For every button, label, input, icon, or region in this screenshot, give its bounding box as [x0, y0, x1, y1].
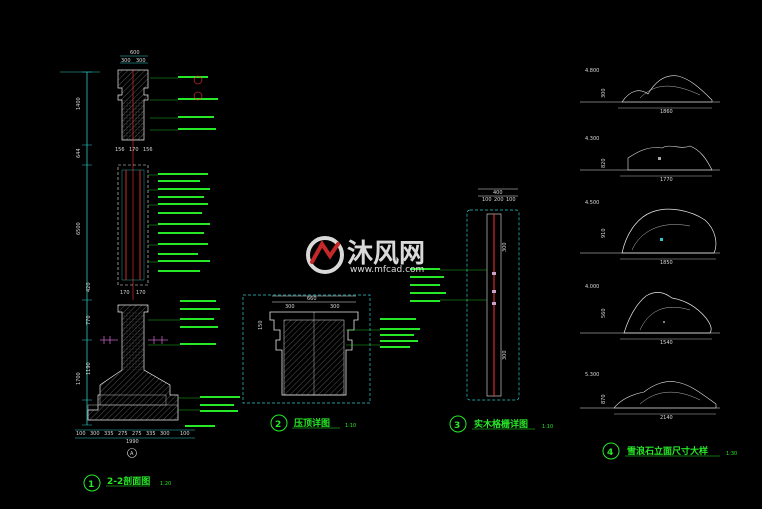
- watermark-brand: 沐风网: [347, 239, 425, 269]
- section-base-mid-2: 170: [136, 290, 146, 296]
- coping-right: 300: [330, 304, 340, 310]
- view-3-title: 实木格栅详图: [474, 418, 528, 430]
- grille-detail-view: 400 100 200 100 300 300 3 实木格栅详图 1:10: [410, 188, 553, 433]
- stone-1: 1860 4.800 300: [580, 68, 720, 115]
- watermark: 沐风网 www.mfcad.com: [306, 236, 425, 275]
- section-base-mid-1: 170: [120, 290, 130, 296]
- grid-marker-a: A: [130, 451, 134, 457]
- view-4-number: 4: [607, 448, 613, 458]
- watermark-logo-icon: [306, 236, 344, 274]
- section-bdim-7: 300: [160, 431, 170, 437]
- section-mid-2: 170: [129, 147, 139, 153]
- view-1-number: 1: [88, 480, 94, 490]
- section-mid-3: 156: [143, 147, 153, 153]
- section-bdim-total: 1990: [126, 439, 139, 445]
- view-1-scale: 1:20: [160, 481, 171, 487]
- stone-3-level: 4.500: [585, 200, 599, 206]
- stone-2-height: 820: [601, 158, 607, 168]
- section-mid-1: 156: [115, 147, 125, 153]
- section-top-left: 300: [121, 58, 131, 64]
- grille-part-2: 200: [494, 197, 504, 203]
- view-4-scale: 1:30: [726, 451, 737, 457]
- section-bdim-2: 300: [90, 431, 100, 437]
- view-2-scale: 1:10: [345, 423, 356, 429]
- section-vdim-7: 420: [86, 282, 92, 292]
- section-bdim-5: 275: [132, 431, 142, 437]
- view-3-scale: 1:10: [542, 424, 553, 430]
- section-top-total: 600: [130, 50, 140, 56]
- stone-5-level: 5.300: [585, 372, 599, 378]
- coping-detail-view: 660 300 300 150 2 压顶详图 1:10: [242, 294, 420, 432]
- stone-4-level: 4.000: [585, 284, 599, 290]
- stone-4-height: 560: [601, 308, 607, 318]
- section-top-right: 300: [136, 58, 146, 64]
- section-bdim-6: 335: [146, 431, 156, 437]
- grille-total: 400: [493, 190, 503, 196]
- grille-vdim-1: 300: [502, 242, 508, 252]
- section-bdim-1: 100: [76, 431, 86, 437]
- stone-3-width: 1850: [660, 260, 673, 266]
- stone-5: 2140 5.300 870: [580, 372, 720, 421]
- section-vdim-4: 1700: [76, 372, 82, 385]
- stone-1-height: 300: [601, 88, 607, 98]
- section-vdim-5: 1190: [86, 362, 92, 375]
- stone-2-level: 4.300: [585, 136, 599, 142]
- watermark-url: www.mfcad.com: [350, 265, 424, 275]
- view-2-number: 2: [275, 420, 281, 430]
- stone-4: 1540 4.000 560: [580, 284, 720, 346]
- grille-part-1: 100: [482, 197, 492, 203]
- section-bdim-3: 335: [104, 431, 114, 437]
- coping-side: 150: [258, 320, 264, 330]
- stone-1-width: 1860: [660, 109, 673, 115]
- stone-4-width: 1540: [660, 340, 673, 346]
- coping-left: 300: [285, 304, 295, 310]
- stone-3: 1850 4.500 910: [580, 200, 720, 266]
- grille-vdim-2: 300: [502, 350, 508, 360]
- stone-1-level: 4.800: [585, 68, 599, 74]
- section-vdim-1: 1400: [76, 97, 82, 110]
- view-3-number: 3: [454, 421, 460, 431]
- section-vdim-2: 644: [76, 148, 82, 158]
- stone-3-height: 910: [601, 228, 607, 238]
- view-4-title: 雪浪石立面尺寸大样: [627, 445, 708, 457]
- section-vdim-6: 770: [86, 315, 92, 325]
- view-2-title: 压顶详图: [294, 417, 330, 429]
- view-1-title: 2-2剖面图: [107, 475, 150, 487]
- section-bdim-8: 100: [180, 431, 190, 437]
- stone-2-width: 1770: [660, 177, 673, 183]
- stone-5-width: 2140: [660, 415, 673, 421]
- stone-elevations-view: 1860 4.800 300 1770 4.300 820 1850 4.500…: [580, 68, 737, 460]
- stone-2: 1770 4.300 820: [580, 136, 720, 183]
- grille-part-3: 100: [506, 197, 516, 203]
- coping-total: 660: [307, 296, 317, 302]
- section-vdim-3: 6500: [76, 222, 82, 235]
- section-2-2-view: 1400 644 6500 1700 1190 770 420 600 300 …: [60, 50, 240, 492]
- section-bdim-4: 275: [118, 431, 128, 437]
- stone-5-height: 870: [601, 394, 607, 404]
